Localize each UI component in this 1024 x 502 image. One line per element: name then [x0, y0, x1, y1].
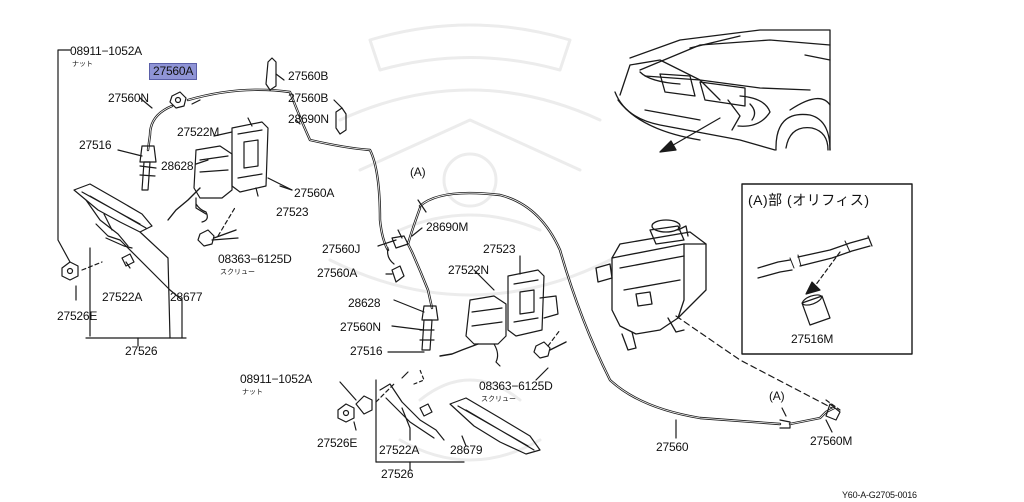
label-27516-left[interactable]: 27516	[79, 138, 112, 152]
label-screw-08363-6125d-left: 08363−6125D	[218, 252, 292, 266]
label-screw-jp-right: スクリュー	[481, 395, 516, 403]
label-27522m[interactable]: 27522M	[177, 125, 220, 139]
label-screw-08363-6125d-right: 08363−6125D	[479, 379, 553, 393]
label-27522n[interactable]: 27522N	[448, 263, 489, 277]
label-27523-right[interactable]: 27523	[483, 242, 516, 256]
reference-code: Y60-A-G2705-0016	[842, 490, 917, 500]
label-nut-08911-1052a: 08911−1052A	[70, 44, 142, 58]
label-a-marker-bottom: (A)	[769, 389, 785, 403]
orifice-detail-box	[741, 183, 913, 355]
label-27560b-upper[interactable]: 27560B	[288, 69, 329, 83]
label-28679[interactable]: 28679	[450, 443, 483, 457]
label-27522a-right[interactable]: 27522A	[379, 443, 420, 457]
label-27560[interactable]: 27560	[656, 440, 689, 454]
label-28690n[interactable]: 28690N	[288, 112, 329, 126]
label-27560a-right[interactable]: 27560A	[317, 266, 358, 280]
label-27526-right[interactable]: 27526	[381, 467, 414, 481]
label-27560n-right[interactable]: 27560N	[340, 320, 381, 334]
label-27560a-left[interactable]: 27560A	[294, 186, 335, 200]
label-28628-right[interactable]: 28628	[348, 296, 381, 310]
label-orifice-detail-title: (A)部 (オリフィス)	[748, 192, 870, 208]
label-screw-jp-left: スクリュー	[220, 268, 255, 276]
label-28677[interactable]: 28677	[170, 290, 203, 304]
right-headlamp-cleaner-assembly	[337, 191, 841, 471]
label-27516m[interactable]: 27516M	[791, 332, 834, 346]
label-nut-jp-right: ナット	[242, 388, 263, 396]
label-nut-jp: ナット	[72, 60, 93, 68]
label-27560a-highlighted[interactable]: 27560A	[149, 63, 198, 80]
label-nut-08911-1052a-right: 08911−1052A	[240, 372, 312, 386]
label-27526e-left[interactable]: 27526E	[57, 309, 98, 323]
watermark-logo	[328, 23, 612, 462]
label-27526-left[interactable]: 27526	[125, 344, 158, 358]
label-28690m[interactable]: 28690M	[426, 220, 469, 234]
vehicle-front-view	[614, 29, 831, 153]
label-27523-left[interactable]: 27523	[276, 205, 309, 219]
label-27560j[interactable]: 27560J	[322, 242, 361, 256]
label-27522a-left[interactable]: 27522A	[102, 290, 143, 304]
washer-tank	[595, 219, 707, 351]
left-headlamp-cleaner-assembly	[57, 49, 390, 347]
label-27560n[interactable]: 27560N	[108, 91, 149, 105]
label-a-marker-top: (A)	[410, 165, 426, 179]
label-28628-left[interactable]: 28628	[161, 159, 194, 173]
label-27526e-right[interactable]: 27526E	[317, 436, 358, 450]
label-27560m[interactable]: 27560M	[810, 434, 853, 448]
label-27560b-lower[interactable]: 27560B	[288, 91, 329, 105]
label-27516-right[interactable]: 27516	[350, 344, 383, 358]
